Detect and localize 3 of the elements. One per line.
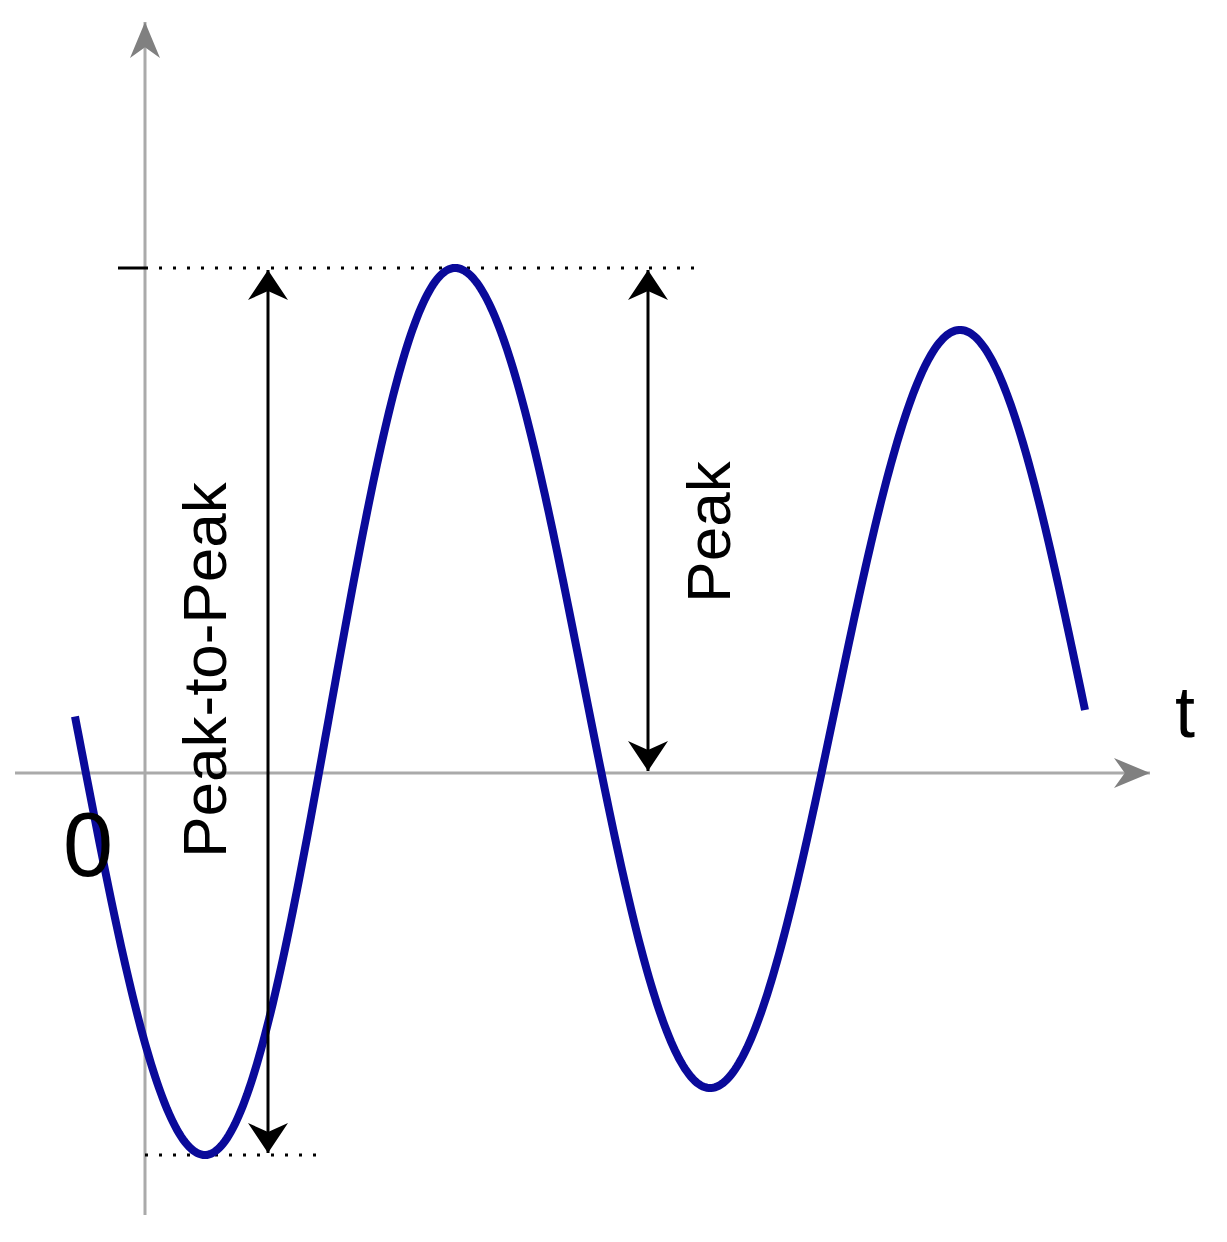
dimension-label: Peak	[677, 461, 740, 603]
axis-label: t	[1175, 676, 1195, 748]
dimension-label: Peak-to-Peak	[173, 482, 236, 858]
